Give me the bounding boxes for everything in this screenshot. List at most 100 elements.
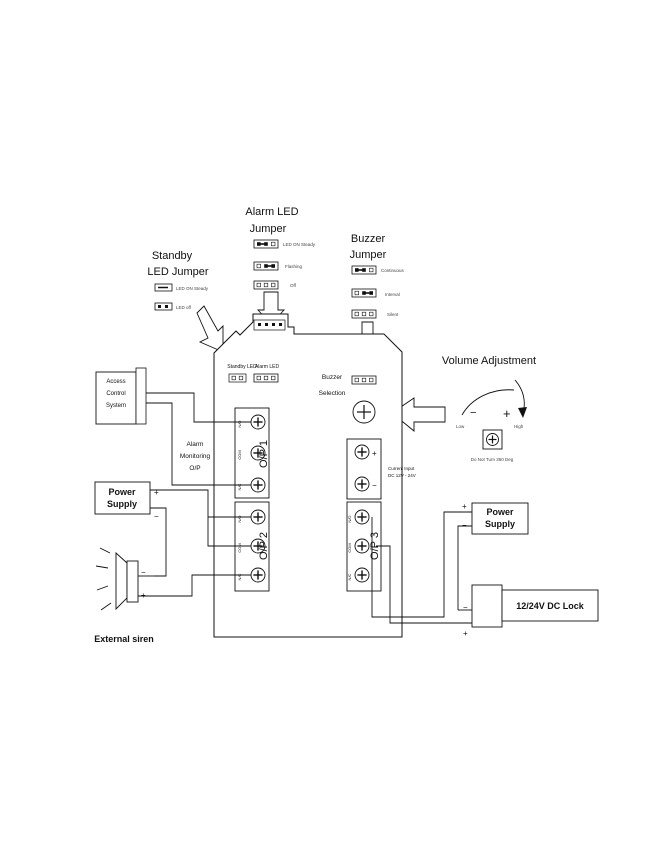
board-alarm-jumper-icon (253, 373, 279, 383)
dc-lock-plus: + (463, 629, 468, 638)
alarm-led-jumper: Alarm LED Jumper LED ON Steady Flashing … (245, 206, 316, 290)
psu-right-line-2: Supply (485, 519, 515, 529)
op1-label: O/P 1 (258, 440, 270, 468)
standby-option-on: LED ON Steady (176, 286, 209, 291)
controller-board: Standby LED Alarm LED Buzzer Selection N… (213, 313, 416, 638)
wire-op3-com-to-lock (376, 545, 472, 624)
standby-led-jumper: Standby LED Jumper LED ON Steady LED off (147, 250, 209, 311)
dc-lock-minus: − (463, 603, 468, 612)
psu-left-line-2: Supply (107, 499, 137, 509)
alarm-option-off: Off (290, 283, 297, 288)
dc-lock-box (501, 589, 599, 622)
wire-psu-right-minus (457, 525, 472, 610)
buzzer-jumper-interval-icon (351, 288, 377, 298)
op3-screw-3-icon (354, 567, 370, 583)
board-alarm-led: Alarm LED (255, 364, 280, 370)
psu-right-plus: + (462, 502, 467, 511)
wire-psu-left-plus (150, 489, 251, 518)
op3-term-nc: N/C (347, 573, 352, 580)
dc-minus-label: − (372, 481, 377, 490)
alarm-jumper-steady-icon (253, 239, 279, 249)
op1-term-com: COM (237, 450, 242, 459)
current-input-1: Current Input (388, 466, 415, 471)
psu-left-minus: − (154, 512, 159, 521)
buzzer-option-continuous: Continuous (381, 268, 405, 273)
monitor-line-1: Alarm (187, 441, 204, 448)
op1-term-no: N/O (237, 420, 242, 427)
op3-screw-2-icon (354, 538, 370, 554)
access-line-1: Access (106, 379, 125, 385)
alarm-jumper-flashing-icon (253, 261, 279, 271)
board-buzzer-2: Selection (319, 390, 346, 397)
volume-arrow-icon (518, 407, 527, 418)
power-supply-right-box (471, 502, 529, 535)
volume-adjustment: Volume Adjustment − + Low High Do Not Tu… (442, 355, 536, 462)
standby-option-off: LED off (176, 305, 192, 310)
op3-screw-1-icon (354, 509, 370, 525)
board-standby-jumper-icon (228, 373, 247, 383)
volume-title: Volume Adjustment (442, 355, 536, 367)
dc-plus-label: + (372, 449, 377, 458)
psu-left-line-1: Power (108, 487, 136, 497)
wire-op2-com-bridge (207, 517, 251, 547)
access-control-box (95, 371, 137, 425)
board-standby-led: Standby LED (227, 364, 257, 370)
op2-term-nc: N/C (237, 573, 242, 580)
buzzer-title-2: Jumper (350, 249, 387, 261)
current-input-2: DC 12V - 24V (388, 473, 416, 478)
standby-jumper-off-icon (154, 302, 173, 311)
standby-title-2: LED Jumper (147, 266, 208, 278)
buzzer-option-silent: Silent (387, 312, 399, 317)
dc-plus-screw-icon (354, 444, 370, 460)
power-supply-left: Power Supply + − (94, 481, 159, 521)
volume-arc (461, 389, 515, 416)
buzzer-jumper: Buzzer Jumper Continuous Interval Silent (350, 233, 405, 319)
op2-screw-1-icon (250, 509, 266, 525)
op1-screw-1-icon (250, 414, 266, 430)
volume-low: Low (456, 424, 465, 429)
op2-term-com: COM (237, 543, 242, 552)
buzzer-pot-icon (352, 400, 376, 424)
standby-title-1: Standby (152, 250, 193, 262)
psu-left-plus: + (154, 488, 159, 497)
dc-minus-screw-icon (354, 476, 370, 492)
access-line-2: Control (106, 391, 125, 397)
wire-psu-left-minus (150, 507, 167, 577)
psu-right-line-1: Power (486, 507, 514, 517)
wire-access-to-op1-nc (146, 402, 251, 486)
volume-minus: − (470, 407, 476, 419)
siren-horn-icon (115, 551, 128, 611)
op2-screw-3-icon (250, 567, 266, 583)
wire-siren-plus (138, 574, 251, 597)
wire-access-to-op1-no (146, 392, 251, 423)
volume-high: High (514, 424, 524, 429)
wire-psu-right-plus (371, 511, 472, 618)
alarm-option-flashing: Flashing (285, 264, 303, 269)
op1-term-nc: N/C (237, 483, 242, 490)
monitor-line-3: O/P (189, 465, 200, 472)
op3-term-com: COM (347, 543, 352, 552)
alarm-title-1: Alarm LED (245, 206, 298, 218)
buzzer-jumper-silent-icon (351, 309, 377, 319)
access-line-3: System (106, 403, 126, 409)
alarm-jumper-off-icon (253, 280, 279, 290)
standby-arrow-icon (196, 305, 224, 353)
buzzer-option-interval: Interval (385, 292, 400, 297)
alarm-title-2: Jumper (250, 223, 287, 235)
monitor-line-2: Monitoring (180, 453, 211, 460)
board-buzzer-jumper-icon (351, 375, 377, 385)
alarm-option-steady: LED ON Steady (283, 242, 316, 247)
volume-plus: + (503, 406, 511, 421)
dc-lock-label: 12/24V DC Lock (516, 601, 585, 611)
siren-plus: + (141, 591, 146, 600)
power-supply-right: Power Supply + − (462, 502, 529, 535)
siren-sound-icon (99, 547, 111, 554)
siren-label: External siren (94, 634, 154, 644)
buzzer-title-1: Buzzer (351, 233, 386, 245)
external-siren: − + External siren (94, 547, 154, 644)
board-buzzer-1: Buzzer (322, 374, 343, 381)
power-supply-left-box (94, 481, 151, 515)
op2-label: O/P 2 (258, 532, 270, 560)
op3-term-no: N/O (347, 515, 352, 522)
